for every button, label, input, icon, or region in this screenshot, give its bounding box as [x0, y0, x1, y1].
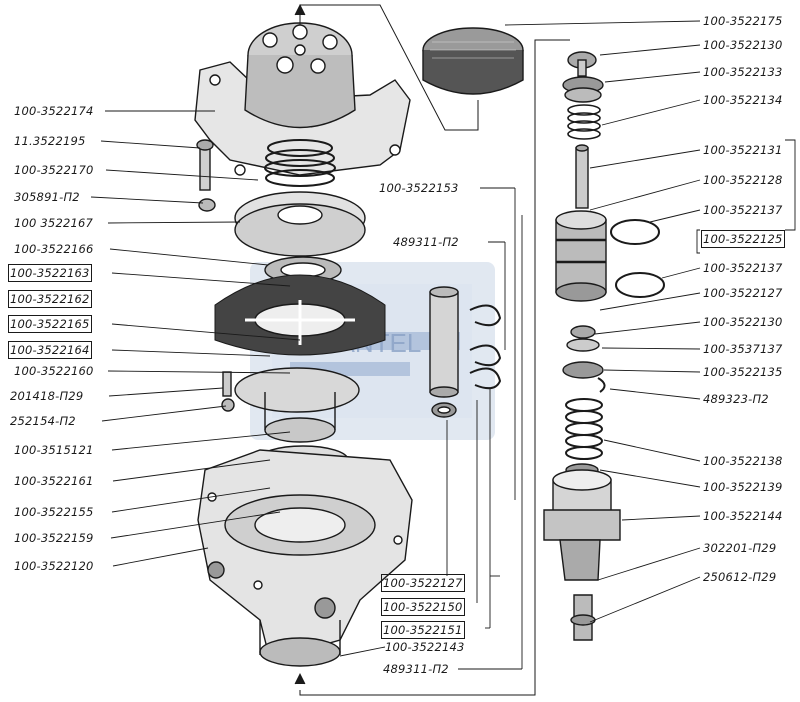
lower-housing: [197, 449, 413, 667]
part-number-label: 302201-П29: [703, 541, 777, 555]
part-number-label: 100-3522135: [703, 365, 783, 379]
part-number-label: 100 3522167: [14, 216, 94, 230]
part-number-label: 100-3522164: [8, 341, 92, 359]
part-number-label: 100-3522165: [8, 315, 92, 333]
part-number-label: 100-3522153: [379, 181, 459, 195]
upper-spring: [264, 139, 336, 187]
part-number-label: 100-3522130: [703, 38, 783, 52]
lower-valve-parts: [562, 325, 606, 393]
bolt: [196, 139, 216, 212]
pin: [575, 144, 589, 209]
part-number-label: 489311-П2: [383, 662, 449, 676]
part-number-label: 100-3522170: [14, 163, 94, 177]
part-number-label: 100-3522128: [703, 173, 783, 187]
bushing-sleeve: [429, 286, 459, 418]
lower-spring: [565, 398, 603, 460]
part-number-label: 100-3522125: [701, 230, 785, 248]
disc: [234, 191, 366, 257]
part-number-label: 100-3522166: [14, 242, 94, 256]
part-number-label: 11.3522195: [14, 134, 86, 148]
part-number-label: 100-3522138: [703, 454, 783, 468]
part-number-label: 305891-П2: [14, 190, 80, 204]
part-number-label: 100-3522151: [381, 621, 465, 639]
part-number-label: 100-3522159: [14, 531, 94, 545]
part-number-label: 100-3522174: [14, 104, 94, 118]
part-number-label: 100-3522175: [703, 14, 783, 28]
valve-cap: [562, 51, 604, 103]
top-cover: [194, 22, 411, 176]
part-number-label: 100-3522163: [8, 264, 92, 282]
part-number-label: 489323-П2: [703, 392, 769, 406]
part-number-label: 100-3522120: [14, 559, 94, 573]
part-number-label: 100-3522150: [381, 598, 465, 616]
retaining-rings: [469, 304, 502, 390]
o-rings: [610, 219, 665, 298]
part-number-label: 100-3522131: [703, 143, 783, 157]
part-number-label: 100-3522139: [703, 480, 783, 494]
part-number-label: 100-3522144: [703, 509, 783, 523]
part-number-label: 100-3522130: [703, 315, 783, 329]
part-number-label: 100-3522137: [703, 203, 783, 217]
part-number-label: 100-3522143: [385, 640, 465, 654]
part-number-label: 252154-П2: [10, 414, 76, 428]
part-number-label: 100-3537137: [703, 342, 783, 356]
part-number-label: 100-3522161: [14, 474, 94, 488]
part-number-label: 100-3515121: [14, 443, 94, 457]
valve-body: [555, 210, 607, 302]
adjusting-screw: [543, 463, 621, 641]
part-number-label: 100-3522134: [703, 93, 783, 107]
piston-plate: [221, 367, 360, 443]
filter: [422, 27, 524, 95]
small-spring: [567, 104, 601, 140]
part-number-label: 100-3522127: [703, 286, 783, 300]
part-number-label: 250612-П29: [703, 570, 777, 584]
part-number-label: 100-3522162: [8, 290, 92, 308]
part-number-label: 100-3522160: [14, 364, 94, 378]
part-number-label: 100-3522155: [14, 505, 94, 519]
part-number-label: 100-3522133: [703, 65, 783, 79]
part-number-label: 100-3522137: [703, 261, 783, 275]
part-number-label: 100-3522127: [381, 574, 465, 592]
diaphragm: [214, 274, 386, 356]
part-number-label: 489311-П2: [393, 235, 459, 249]
part-number-label: 201418-П29: [10, 389, 84, 403]
